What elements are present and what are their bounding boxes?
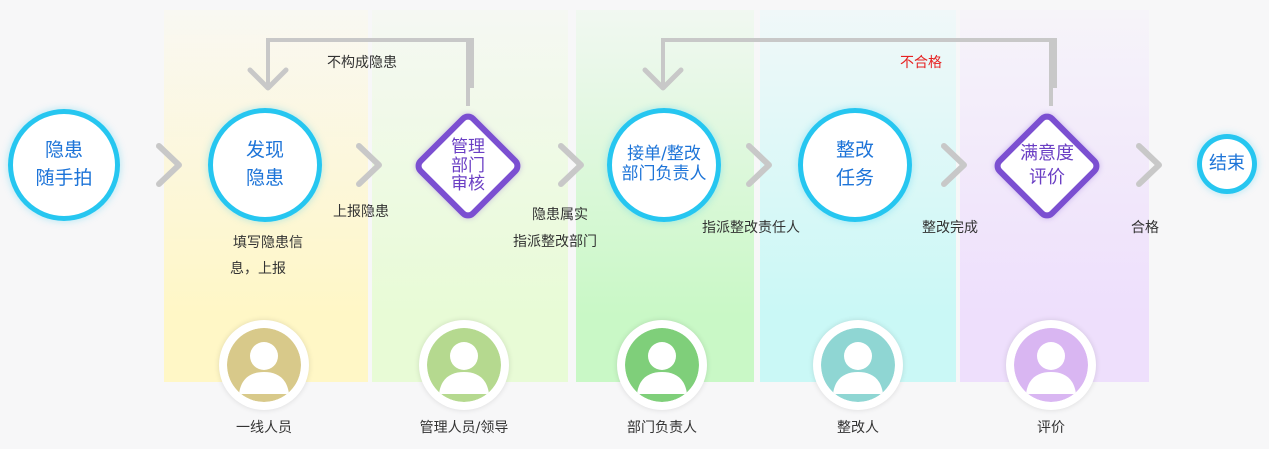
role-label-evaluation: 评价 bbox=[1037, 420, 1065, 436]
chevron-arrow-icon bbox=[1136, 143, 1162, 187]
loop-not-hazard-line bbox=[266, 38, 474, 88]
edge-label-rectify-done: 整改完成 bbox=[922, 220, 978, 236]
edge-label-not-qualified: 不合格 bbox=[900, 55, 942, 71]
person-icon bbox=[625, 328, 699, 402]
node-accept-line2: 部门负责人 bbox=[621, 164, 707, 184]
role-label-frontline: 一线人员 bbox=[236, 420, 292, 436]
edge-label-confirm-2: 指派整改部门 bbox=[513, 234, 597, 250]
chevron-arrow-icon bbox=[746, 143, 772, 187]
node-rectify-task-line1: 整改 bbox=[835, 139, 874, 162]
person-icon bbox=[1014, 328, 1088, 402]
node-hazard-photo-line1: 隐患 bbox=[44, 139, 83, 162]
edge-label-fill-info-2: 息，上报 bbox=[230, 261, 286, 277]
node-mgmt-review: 管理 部门 审核 bbox=[411, 109, 525, 223]
avatar-dept-head bbox=[617, 320, 707, 410]
node-discover-line1: 发现 bbox=[245, 139, 284, 162]
edge-label-report: 上报隐患 bbox=[333, 204, 389, 220]
node-hazard-photo: 隐患 随手拍 bbox=[8, 109, 120, 221]
avatar-management-svg bbox=[427, 328, 501, 402]
avatar-evaluation bbox=[1006, 320, 1096, 410]
node-end: 结束 bbox=[1197, 134, 1257, 194]
person-icon bbox=[427, 328, 501, 402]
avatar-dept-head-svg bbox=[625, 328, 699, 402]
node-satisfaction: 满意度 评价 bbox=[990, 109, 1104, 223]
node-satisfaction-line2: 评价 bbox=[1029, 167, 1065, 188]
edge-label-assign-person: 指派整改责任人 bbox=[702, 220, 800, 236]
role-label-dept-head: 部门负责人 bbox=[627, 420, 697, 436]
person-icon bbox=[227, 328, 301, 402]
node-mgmt-review-line2: 部门 bbox=[451, 155, 485, 176]
edge-label-qualified: 合格 bbox=[1131, 220, 1159, 236]
node-rectify-task: 整改 任务 bbox=[798, 108, 912, 222]
avatar-rectifier bbox=[813, 320, 903, 410]
node-discover: 发现 隐患 bbox=[208, 108, 322, 222]
node-mgmt-review-line1: 管理 bbox=[451, 137, 485, 158]
loop-not-qualified-riser bbox=[1049, 38, 1053, 106]
edge-label-not-hazard: 不构成隐患 bbox=[327, 55, 397, 71]
loop-not-qualified-line bbox=[661, 38, 1057, 88]
avatar-frontline bbox=[219, 320, 309, 410]
role-label-rectifier: 整改人 bbox=[837, 420, 879, 436]
loop-not-hazard-riser bbox=[466, 38, 470, 106]
loop-not-qualified-arrowhead bbox=[642, 67, 684, 91]
person-icon bbox=[821, 328, 895, 402]
edge-label-fill-info-1: 填写隐患信 bbox=[233, 235, 303, 251]
node-accept-line1: 接单/整改 bbox=[627, 144, 701, 165]
node-hazard-photo-line2: 随手拍 bbox=[35, 167, 93, 189]
avatar-frontline-svg bbox=[227, 328, 301, 402]
avatar-rectifier-svg bbox=[821, 328, 895, 402]
loop-not-hazard-arrowhead bbox=[247, 67, 289, 91]
avatar-management bbox=[419, 320, 509, 410]
edge-label-confirm-1: 隐患属实 bbox=[532, 207, 588, 223]
chevron-arrow-icon bbox=[941, 143, 967, 187]
node-mgmt-review-line3: 审核 bbox=[451, 174, 485, 195]
chevron-arrow-icon bbox=[558, 143, 584, 187]
chevron-arrow-icon bbox=[356, 143, 382, 187]
node-end-text: 结束 bbox=[1209, 152, 1245, 174]
chevron-arrow-icon bbox=[156, 143, 182, 187]
node-accept: 接单/整改 部门负责人 bbox=[607, 108, 721, 222]
role-label-management: 管理人员/领导 bbox=[419, 420, 509, 436]
node-discover-line2: 隐患 bbox=[245, 167, 284, 189]
node-satisfaction-line1: 满意度 bbox=[1020, 142, 1074, 164]
avatar-evaluation-svg bbox=[1014, 328, 1088, 402]
node-rectify-task-line2: 任务 bbox=[835, 167, 874, 189]
